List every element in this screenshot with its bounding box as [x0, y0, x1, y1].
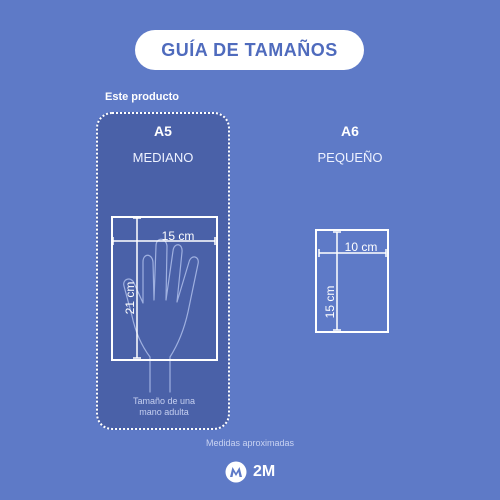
a6-height-label: 15 cm	[323, 286, 337, 319]
a6-name: PEQUEÑO	[317, 150, 383, 165]
approximate-measures-note: Medidas aproximadas	[205, 438, 295, 448]
a6-width-dimension	[318, 249, 387, 257]
a5-name: MEDIANO	[132, 150, 194, 165]
a5-height-label: 21 cm	[123, 282, 137, 315]
a5-highlight-card	[96, 112, 230, 430]
a6-code: A6	[341, 123, 359, 139]
page-title: GUÍA DE TAMAÑOS	[135, 30, 364, 70]
a5-frame	[111, 216, 218, 361]
a6-frame	[315, 229, 389, 333]
a6-width-label: 10 cm	[345, 240, 378, 254]
brand: 2M	[225, 460, 275, 484]
a5-height-dimension	[133, 217, 141, 359]
hand-caption-line2: mano adulta	[139, 407, 189, 417]
a6-height-dimension	[333, 231, 341, 331]
hand-caption-line1: Tamaño de una	[132, 396, 196, 406]
hand-caption: Tamaño de una mano adulta	[110, 396, 218, 418]
brand-name: 2M	[253, 463, 276, 480]
a5-code: A5	[154, 123, 172, 139]
this-product-label: Este producto	[105, 91, 179, 103]
a5-width-dimension	[112, 237, 216, 245]
brand-logo-icon	[225, 461, 247, 483]
a5-width-label: 15 cm	[162, 229, 195, 243]
hand-icon	[123, 238, 199, 393]
